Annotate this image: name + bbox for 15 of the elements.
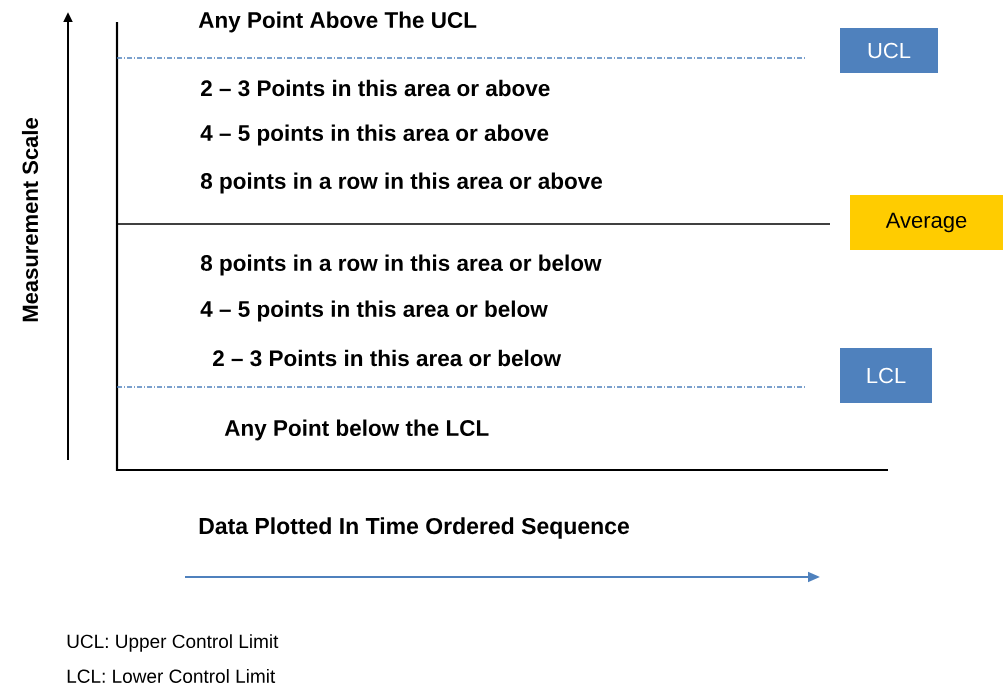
zone-rule-text: 8 points in a row in this area or above [200, 172, 603, 194]
limit-box: UCL [840, 28, 938, 73]
zone-rule-text: 4 – 5 points in this area or below [200, 300, 548, 322]
zone-rule-text: Any Point below the LCL [224, 419, 489, 441]
zone-rule-text: 8 points in a row in this area or below [200, 254, 602, 276]
zone-rule-text: 2 – 3 Points in this area or above [201, 79, 550, 97]
note-text: LCL: Lower Control Limit [67, 669, 276, 683]
note-text: UCL: Upper Control Limit [67, 634, 279, 652]
axis-label: Data Plotted In Time Ordered Sequence [199, 517, 629, 539]
zone-rule-text: Any Point Above The UCL [198, 11, 477, 33]
limit-box: Average [850, 195, 1003, 250]
zone-rule-text: 4 – 5 points in this area or above [200, 124, 549, 146]
zone-rule-text: 2 – 3 Points in this area or below [213, 349, 562, 367]
axis-label: Measurement Scale [21, 118, 39, 322]
limit-box: LCL [840, 348, 932, 403]
